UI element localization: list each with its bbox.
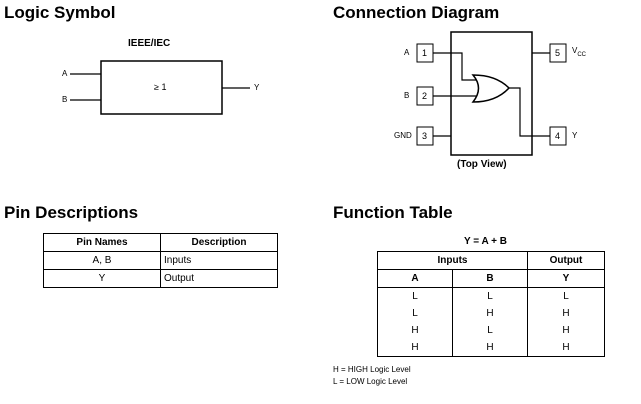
pin-1-label: A — [404, 48, 410, 57]
description-header: Description — [160, 233, 278, 252]
legend-low: L = LOW Logic Level — [333, 377, 408, 386]
description-cell: Inputs — [160, 251, 278, 270]
truth-cell: H — [452, 339, 528, 357]
output-header: Output — [527, 251, 605, 270]
column-b-header: B — [452, 269, 528, 288]
table-row: Y Output — [43, 269, 278, 288]
wire-y — [509, 87, 532, 137]
output-y-label: Y — [254, 83, 260, 92]
pin-1-number: 1 — [422, 48, 428, 58]
table-row: A, B Inputs — [43, 251, 278, 270]
table-header-row: Pin Names Description — [43, 233, 278, 252]
ieee-iec-label: IEEE/IEC — [128, 38, 171, 49]
truth-cell: H — [377, 322, 453, 339]
truth-cell: L — [377, 305, 453, 322]
pin-5-label: VCC — [572, 46, 587, 59]
column-header-row: A B Y — [377, 269, 605, 288]
logic-symbol-drawing — [70, 60, 250, 115]
pin-name-cell: Y — [43, 269, 161, 288]
wire-a — [451, 52, 478, 81]
inputs-header: Inputs — [377, 251, 528, 270]
truth-cell: L — [377, 287, 453, 305]
description-cell: Output — [160, 269, 278, 288]
or-gate-symbol: ≥ 1 — [154, 82, 167, 92]
truth-cell: L — [527, 287, 605, 305]
pin-3-label: GND — [394, 131, 412, 140]
legend-high: H = HIGH Logic Level — [333, 365, 411, 374]
input-a-label: A — [62, 69, 68, 78]
connection-diagram-heading: Connection Diagram — [333, 3, 500, 22]
truth-cell: H — [527, 305, 605, 322]
connection-diagram-drawing — [416, 31, 567, 156]
function-table: Inputs Output A B Y L L L L H H H L H H … — [377, 251, 605, 357]
function-equation: Y = A + B — [464, 236, 507, 247]
pin-5-number: 5 — [555, 48, 561, 58]
truth-cell: H — [452, 305, 528, 322]
connection-diagram: 1 2 3 4 5 A B GND Y VCC (Top View) — [0, 0, 641, 200]
truth-cell: H — [527, 339, 605, 357]
table-row: H H H — [377, 339, 605, 357]
column-a-header: A — [377, 269, 453, 288]
truth-cell: H — [377, 339, 453, 357]
pin-4-label: Y — [572, 131, 578, 140]
top-view-label: (Top View) — [457, 159, 507, 170]
pin-2-label: B — [404, 91, 410, 100]
pin-3-number: 3 — [422, 131, 428, 141]
column-y-header: Y — [527, 269, 605, 288]
pin-4-number: 4 — [555, 131, 561, 141]
table-row: H L H — [377, 322, 605, 339]
truth-cell: L — [452, 322, 528, 339]
function-table-heading: Function Table — [333, 203, 453, 222]
table-row: L H H — [377, 305, 605, 322]
pin-2-number: 2 — [422, 91, 428, 101]
table-row: L L L — [377, 287, 605, 305]
input-b-label: B — [62, 95, 68, 104]
truth-cell: H — [527, 322, 605, 339]
pin-descriptions-heading: Pin Descriptions — [4, 203, 139, 222]
group-header-row: Inputs Output — [377, 251, 605, 270]
pin-descriptions-table: Pin Names Description A, B Inputs Y Outp… — [43, 233, 278, 288]
pin-name-cell: A, B — [43, 251, 161, 270]
logic-symbol: IEEE/IEC A B Y ≥ 1 — [0, 0, 330, 120]
chip-body — [450, 31, 533, 156]
pin-names-header: Pin Names — [43, 233, 161, 252]
truth-cell: L — [452, 287, 528, 305]
logic-symbol-heading: Logic Symbol — [4, 3, 116, 22]
or-gate-icon — [471, 74, 511, 103]
